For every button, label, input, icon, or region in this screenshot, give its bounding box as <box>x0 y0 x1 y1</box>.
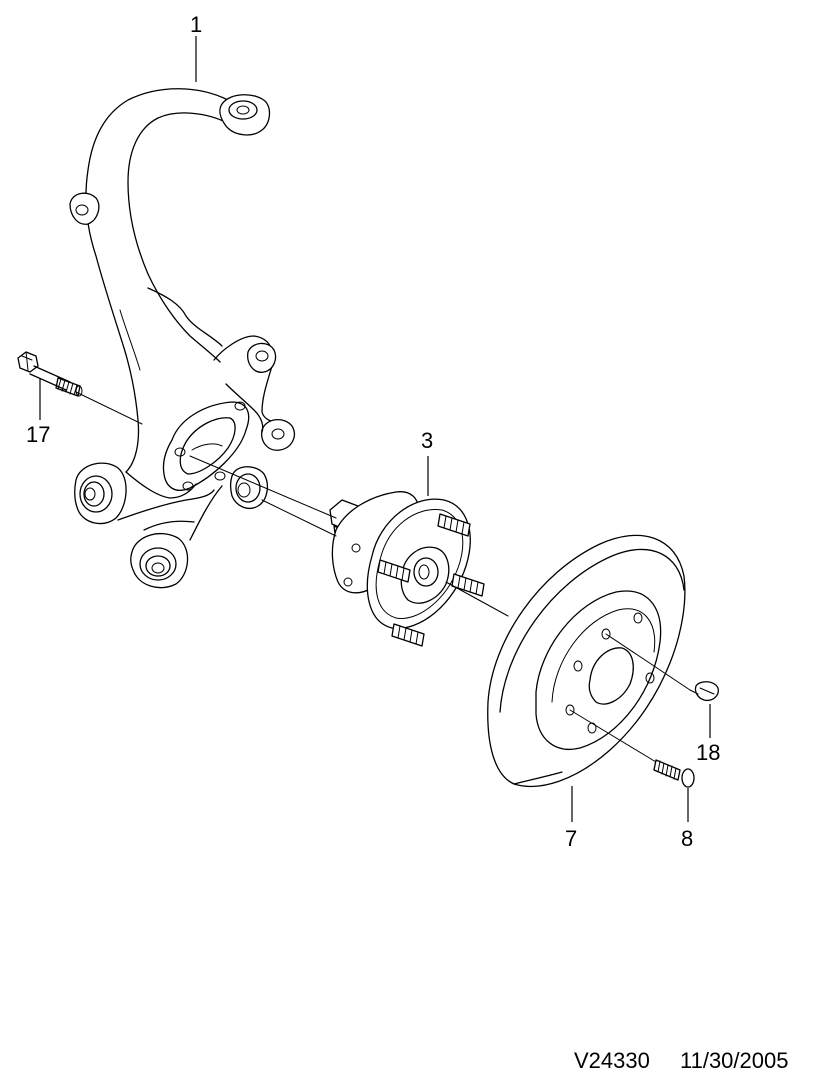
explode-lines <box>75 391 691 763</box>
bolt-17 <box>17 351 83 397</box>
callout-leaders <box>39 36 711 822</box>
wheel-stud <box>391 623 425 647</box>
wheel-stud <box>451 573 485 597</box>
wheel-hub-bearing <box>329 491 485 647</box>
brake-disc <box>487 534 686 788</box>
drawing-id: V24330 <box>574 1048 650 1073</box>
callout-8: 8 <box>681 826 693 851</box>
callout-3: 3 <box>421 428 433 453</box>
callout-7: 7 <box>565 826 577 851</box>
bolt-8 <box>653 759 695 788</box>
screw-18 <box>689 681 719 702</box>
callout-1: 1 <box>190 12 202 37</box>
wheel-stud <box>437 513 471 537</box>
steering-knuckle <box>69 88 295 589</box>
callout-18: 18 <box>696 740 720 765</box>
callout-17: 17 <box>26 422 50 447</box>
wheel-stud <box>377 559 411 583</box>
drawing-date: 11/30/2005 <box>680 1048 788 1073</box>
